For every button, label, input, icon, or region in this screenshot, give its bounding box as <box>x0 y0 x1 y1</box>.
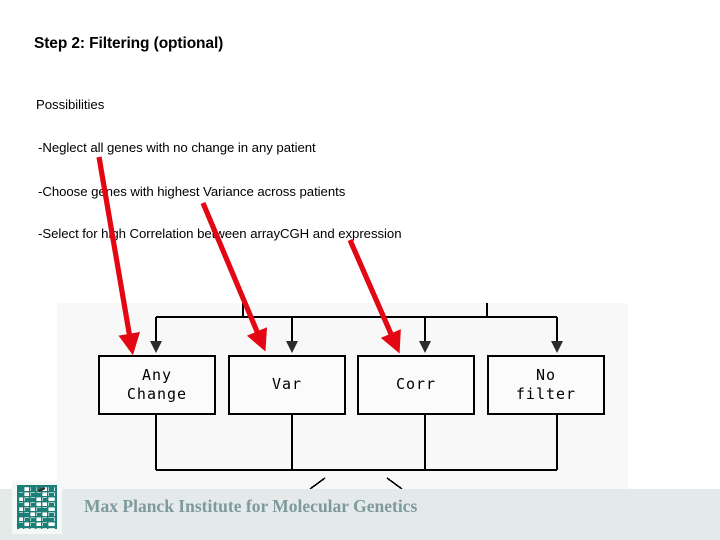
footer-band <box>0 489 720 540</box>
flow-box-any-change-label: Any Change <box>127 366 187 404</box>
filter-flow-diagram: Any Change Var Corr No filter <box>57 303 628 491</box>
bullet-item-correlation: -Select for high Correlation between arr… <box>38 226 402 241</box>
flow-box-any-change-line1: Any <box>141 365 173 384</box>
body-heading: Possibilities <box>36 97 105 112</box>
flow-box-no-filter-line2: filter <box>515 385 577 403</box>
footer-organization-name: Max Planck Institute for Molecular Genet… <box>84 496 418 516</box>
flow-box-no-filter-line1: No <box>535 365 557 384</box>
max-planck-grid-logo-icon <box>12 481 62 534</box>
bullet-item-variance: -Choose genes with highest Variance acro… <box>38 184 346 199</box>
flow-box-corr[interactable]: Corr <box>357 355 475 415</box>
flow-box-no-filter-label: No filter <box>516 366 576 404</box>
flow-box-var-label: Var <box>271 375 303 394</box>
flow-box-any-change[interactable]: Any Change <box>98 355 216 415</box>
flow-box-corr-label: Corr <box>395 375 437 394</box>
flow-box-no-filter[interactable]: No filter <box>487 355 605 415</box>
page-title: Step 2: Filtering (optional) <box>34 35 224 52</box>
flow-box-var[interactable]: Var <box>228 355 346 415</box>
bullet-item-neglect: -Neglect all genes with no change in any… <box>38 140 316 155</box>
flow-box-any-change-line2: Change <box>126 385 188 403</box>
